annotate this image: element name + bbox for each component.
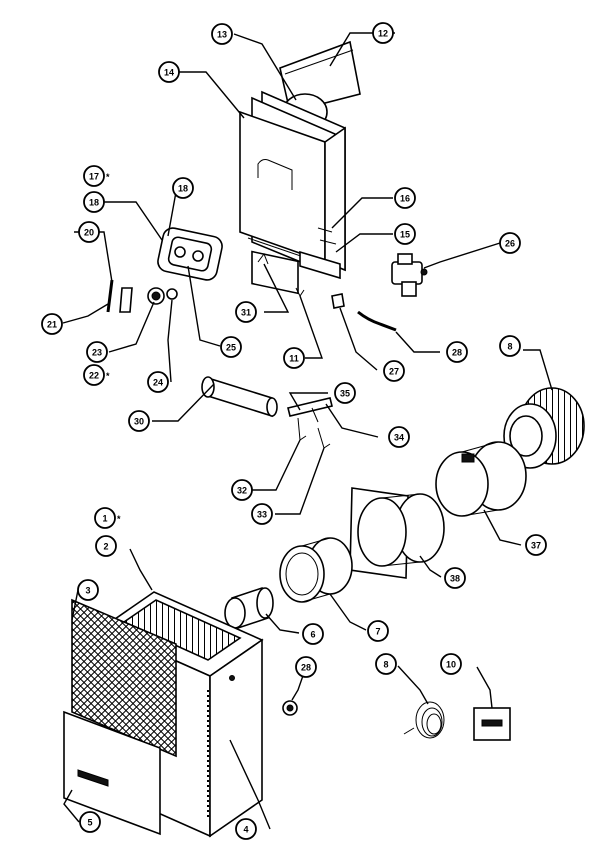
callout-38: 38 xyxy=(444,567,466,589)
callout-31: 31 xyxy=(235,301,257,323)
callout-10: 10 xyxy=(440,653,462,675)
pilot-orifice-part xyxy=(147,287,178,305)
svg-text:34: 34 xyxy=(394,433,404,443)
svg-text:11: 11 xyxy=(289,354,299,364)
callout-2: 2 xyxy=(95,535,117,557)
svg-text:26: 26 xyxy=(505,239,515,249)
callout-15: 15 xyxy=(394,223,416,245)
svg-text:17: 17 xyxy=(89,172,99,182)
adapter-plate-part xyxy=(349,487,445,579)
svg-text:28: 28 xyxy=(301,663,311,673)
svg-text:32: 32 xyxy=(237,486,247,496)
svg-text:23: 23 xyxy=(92,348,102,358)
svg-text:*: * xyxy=(106,371,110,381)
mesh-panel-part xyxy=(71,598,177,758)
svg-text:37: 37 xyxy=(531,541,541,551)
manifold-tube-part xyxy=(201,376,278,418)
callout-17: 17 * xyxy=(83,165,110,187)
callout-6: 6 xyxy=(302,623,324,645)
callout-28-lower: 28 xyxy=(295,656,317,678)
callout-34: 34 xyxy=(388,426,410,448)
callout-32: 32 xyxy=(231,479,253,501)
callout-1: 1 * xyxy=(94,507,121,529)
svg-text:8: 8 xyxy=(383,660,388,670)
pilot-tube-part xyxy=(357,310,397,332)
gas-valve-part xyxy=(391,253,428,297)
control-board-part xyxy=(473,707,511,741)
svg-text:10: 10 xyxy=(446,660,456,670)
callout-23: 23 xyxy=(86,341,108,363)
svg-text:3: 3 xyxy=(85,586,90,596)
callout-27: 27 xyxy=(383,360,405,382)
svg-text:14: 14 xyxy=(164,68,174,78)
knob-part xyxy=(282,700,298,716)
callout-22: 22 * xyxy=(83,364,110,386)
svg-text:12: 12 xyxy=(378,29,388,39)
callout-5: 5 xyxy=(79,811,101,833)
svg-text:2: 2 xyxy=(103,542,108,552)
callout-24: 24 xyxy=(147,371,169,393)
svg-text:30: 30 xyxy=(134,417,144,427)
igniter-part xyxy=(287,397,333,449)
callout-37: 37 xyxy=(525,534,547,556)
lower-panel-part xyxy=(63,710,161,836)
callout-28-upper: 28 xyxy=(446,341,468,363)
callout-13: 13 xyxy=(211,23,233,45)
svg-text:18: 18 xyxy=(89,198,99,208)
thermocouple-rod-part xyxy=(106,279,133,313)
svg-text:31: 31 xyxy=(241,308,251,318)
callout-16: 16 xyxy=(394,187,416,209)
burner-ring-part xyxy=(157,227,223,281)
svg-text:22: 22 xyxy=(89,371,99,381)
burner-box-part xyxy=(299,227,341,280)
svg-text:*: * xyxy=(117,514,121,524)
svg-text:8: 8 xyxy=(507,342,512,352)
callout-21: 21 xyxy=(41,313,63,335)
svg-text:7: 7 xyxy=(375,627,380,637)
svg-text:18: 18 xyxy=(178,184,188,194)
svg-text:13: 13 xyxy=(217,30,227,40)
callout-11: 11 xyxy=(283,347,305,369)
callout-12: 12 xyxy=(372,22,394,44)
callout-35: 35 xyxy=(334,382,356,404)
svg-text:24: 24 xyxy=(153,378,163,388)
svg-text:21: 21 xyxy=(47,320,57,330)
blower-housing-part xyxy=(435,441,527,517)
coil-spring-part xyxy=(403,701,445,739)
callout-26: 26 xyxy=(499,232,521,254)
svg-text:15: 15 xyxy=(400,230,410,240)
callout-33: 33 xyxy=(251,503,273,525)
small-bracket-part xyxy=(331,293,345,309)
callout-18-lower: 18 xyxy=(83,191,105,213)
svg-text:28: 28 xyxy=(452,348,462,358)
callout-8-upper: 8 xyxy=(499,335,521,357)
svg-text:20: 20 xyxy=(84,228,94,238)
svg-text:25: 25 xyxy=(226,343,236,353)
svg-text:33: 33 xyxy=(257,510,267,520)
callout-4: 4 xyxy=(235,818,257,840)
svg-text:16: 16 xyxy=(400,194,410,204)
svg-text:4: 4 xyxy=(243,825,248,835)
callout-8-lower: 8 xyxy=(375,653,397,675)
svg-text:6: 6 xyxy=(310,630,315,640)
blower-wheel-part xyxy=(503,387,585,469)
svg-text:27: 27 xyxy=(389,367,399,377)
vent-pipe-part xyxy=(224,586,274,630)
callout-25: 25 xyxy=(220,336,242,358)
callout-30: 30 xyxy=(128,410,150,432)
callout-20: 20 xyxy=(78,221,100,243)
svg-text:*: * xyxy=(106,172,110,182)
callout-3: 3 xyxy=(77,579,99,601)
svg-text:1: 1 xyxy=(102,514,107,524)
svg-text:35: 35 xyxy=(340,389,350,399)
vent-collar-part xyxy=(279,537,353,603)
callout-14: 14 xyxy=(158,61,180,83)
svg-text:38: 38 xyxy=(450,574,460,584)
svg-text:5: 5 xyxy=(87,818,92,828)
leader-lines xyxy=(62,32,553,830)
callout-7: 7 xyxy=(367,620,389,642)
callout-18-upper: 18 xyxy=(172,177,194,199)
